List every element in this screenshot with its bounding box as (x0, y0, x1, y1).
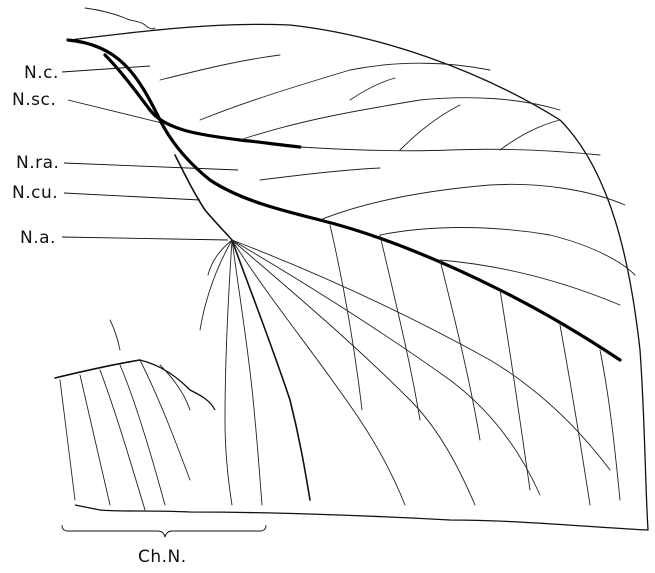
hind-lobe-veins (55, 320, 190, 510)
leader-anal (62, 237, 228, 240)
radial-vein (160, 120, 620, 360)
wing-fold-fragment (85, 8, 155, 29)
leader-radius (64, 163, 238, 170)
upper-field-veins (160, 55, 635, 305)
label-cubitus: N.cu. (12, 183, 58, 203)
costal-vein (68, 40, 160, 120)
label-bracket: Ch.N. (138, 547, 187, 567)
label-subcosta: N.sc. (12, 90, 56, 110)
subcostal-vein (105, 55, 300, 147)
label-anal: N.a. (20, 228, 56, 248)
label-costa: N.c. (24, 63, 59, 83)
ch-n-bracket (62, 525, 266, 537)
label-radius: N.ra. (16, 153, 59, 173)
leader-cubitus (64, 193, 200, 200)
leader-costa (62, 66, 150, 72)
